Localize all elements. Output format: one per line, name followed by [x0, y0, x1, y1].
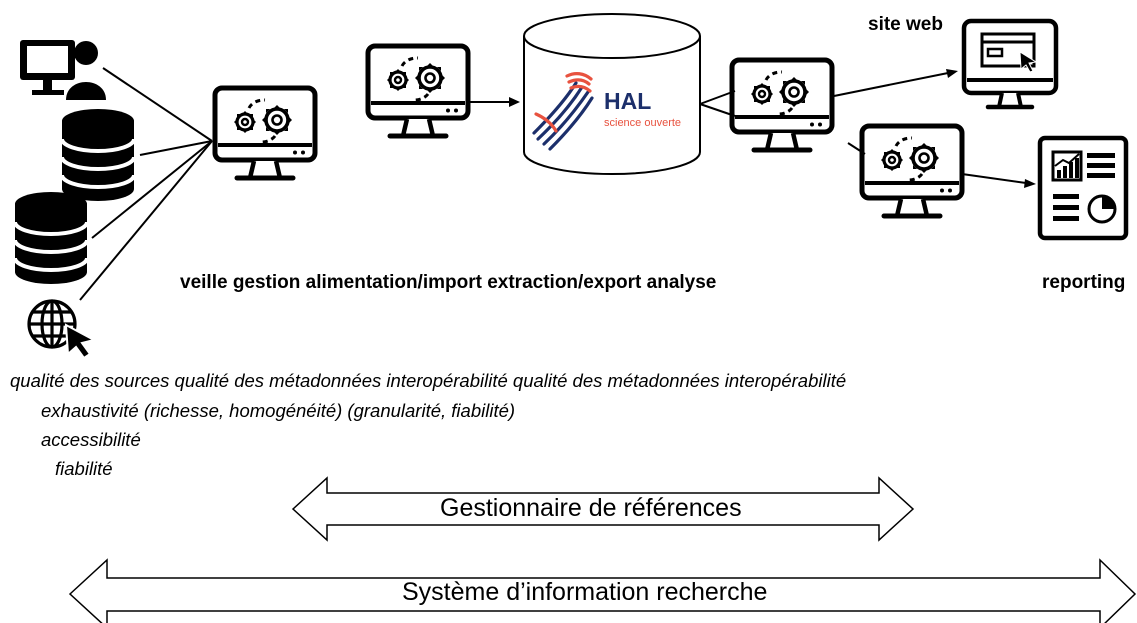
report-arrowhead	[1024, 179, 1036, 188]
web-globe-icon	[27, 299, 97, 360]
quality-line-1: qualité des sources qualité des métadonn…	[10, 370, 847, 391]
user-workstation-icon	[20, 40, 106, 100]
site-web-label: site web	[868, 14, 943, 35]
database-icon	[60, 107, 136, 203]
reporting-label: reporting	[1042, 272, 1126, 293]
quality-line-2: exhaustivité (richesse, homogénéité) (gr…	[41, 400, 516, 421]
gears-computer-icon	[368, 46, 468, 136]
sir-double-arrow	[68, 558, 1137, 623]
stage-labels: veille gestion alimentation/import extra…	[180, 272, 717, 293]
sir-label: Système d’information recherche	[402, 578, 768, 606]
report-document-icon	[1037, 135, 1129, 241]
database-icon	[13, 190, 89, 286]
quality-line-3: accessibilité	[41, 429, 141, 450]
export-connectors	[699, 72, 1027, 184]
gears-computer-icon	[732, 60, 832, 150]
quality-line-4: fiabilité	[55, 458, 113, 479]
hal-logo-title: HAL	[604, 88, 651, 114]
import-arrow	[470, 97, 520, 107]
gestionnaire-label: Gestionnaire de références	[440, 494, 742, 522]
hal-logo-subtitle: science ouverte	[604, 117, 681, 129]
gears-computer-icon	[215, 88, 315, 178]
gestionnaire-double-arrow	[291, 476, 915, 542]
website-computer-icon	[961, 18, 1059, 110]
hal-logo: HAL science ouverte	[532, 72, 681, 151]
gears-computer-icon	[862, 126, 962, 216]
website-arrowhead	[946, 69, 958, 78]
source-connectors	[79, 67, 213, 301]
hal-database-icon	[523, 13, 701, 175]
